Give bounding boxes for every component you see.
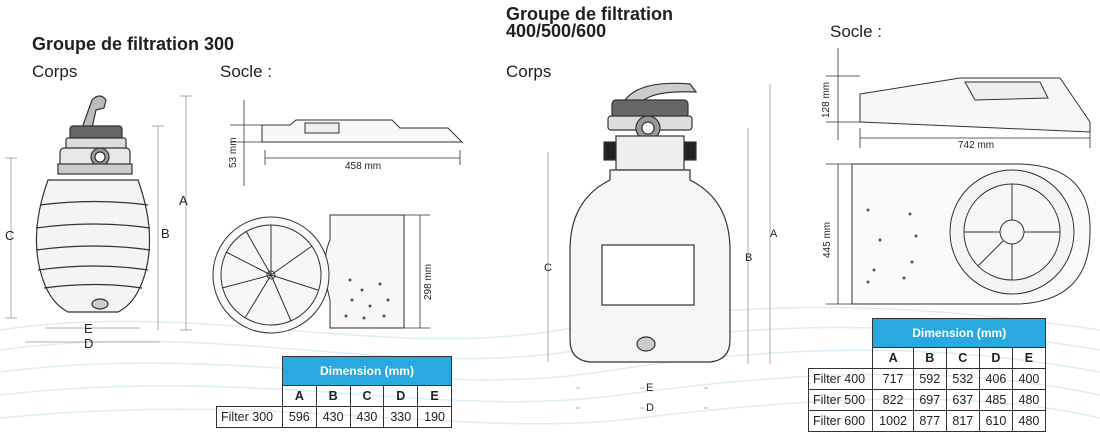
row-name: Filter 300 xyxy=(216,406,283,428)
right-dim-d: D xyxy=(646,402,654,414)
left-dim-d: D xyxy=(84,336,94,351)
right-dim-c: C xyxy=(544,262,552,274)
left-body-label: Corps xyxy=(32,62,78,81)
right-dim-e: E xyxy=(646,382,654,394)
cell: 817 xyxy=(945,410,980,432)
cell: 406 xyxy=(978,368,1013,390)
filter-300-table: Dimension (mm) A B C D E Filter 300 596 … xyxy=(216,356,453,428)
cell: 330 xyxy=(383,406,419,428)
left-dim-b: B xyxy=(161,226,170,241)
col-e: E xyxy=(1011,347,1047,369)
left-base-length: 458 mm xyxy=(345,161,382,172)
left-dim-c: C xyxy=(5,228,15,243)
cell: 400 xyxy=(1011,368,1047,390)
cell: 485 xyxy=(978,389,1013,411)
cell: 592 xyxy=(912,368,947,390)
right-base-label: Socle : xyxy=(830,22,882,41)
col-b: B xyxy=(912,347,947,369)
cell: 480 xyxy=(1011,389,1047,411)
cell: 637 xyxy=(945,389,980,411)
cell: 190 xyxy=(417,406,452,428)
cell: 480 xyxy=(1011,410,1047,432)
cell: 697 xyxy=(912,389,947,411)
table-header: Dimension (mm) xyxy=(872,318,1046,348)
table-row: Filter 400 717 592 532 406 400 xyxy=(807,368,1047,390)
right-base-width: 445 mm xyxy=(822,221,833,258)
row-name: Filter 400 xyxy=(807,368,874,390)
left-dim-a: A xyxy=(179,193,188,208)
cell: 822 xyxy=(872,389,914,411)
row-name: Filter 500 xyxy=(807,389,874,411)
table-row: Filter 300 596 430 430 330 190 xyxy=(216,406,452,428)
cell: 430 xyxy=(349,406,385,428)
left-base-label: Socle : xyxy=(220,62,272,81)
right-title-line1: Groupe de filtration xyxy=(506,4,674,24)
cell: 532 xyxy=(945,368,980,390)
left-dim-e: E xyxy=(84,321,93,336)
cell: 877 xyxy=(912,410,947,432)
right-title-line2: 400/500/600 xyxy=(506,21,607,41)
cell: 596 xyxy=(281,406,317,428)
right-base-height: 128 mm xyxy=(821,81,832,118)
right-dim-a: A xyxy=(770,228,778,240)
filter-400-600-table: Dimension (mm) A B C D E Filter 400 717 … xyxy=(807,318,1047,432)
cell: 610 xyxy=(978,410,1013,432)
right-base-length: 742 mm xyxy=(958,140,995,151)
cell: 717 xyxy=(872,368,914,390)
col-a: A xyxy=(872,347,914,369)
col-c: C xyxy=(945,347,980,369)
cell: 1002 xyxy=(872,410,914,432)
col-d: D xyxy=(978,347,1013,369)
right-title: Groupe de filtration 400/500/600 xyxy=(506,4,674,41)
table-row: Filter 600 1002 877 817 610 480 xyxy=(807,410,1047,432)
row-name: Filter 600 xyxy=(807,410,874,432)
right-body-label: Corps xyxy=(506,62,552,81)
right-dim-b: B xyxy=(745,252,753,264)
col-e: E xyxy=(417,385,452,407)
table-row: Filter 500 822 697 637 485 480 xyxy=(807,389,1047,411)
left-title: Groupe de filtration 300 xyxy=(32,34,235,54)
